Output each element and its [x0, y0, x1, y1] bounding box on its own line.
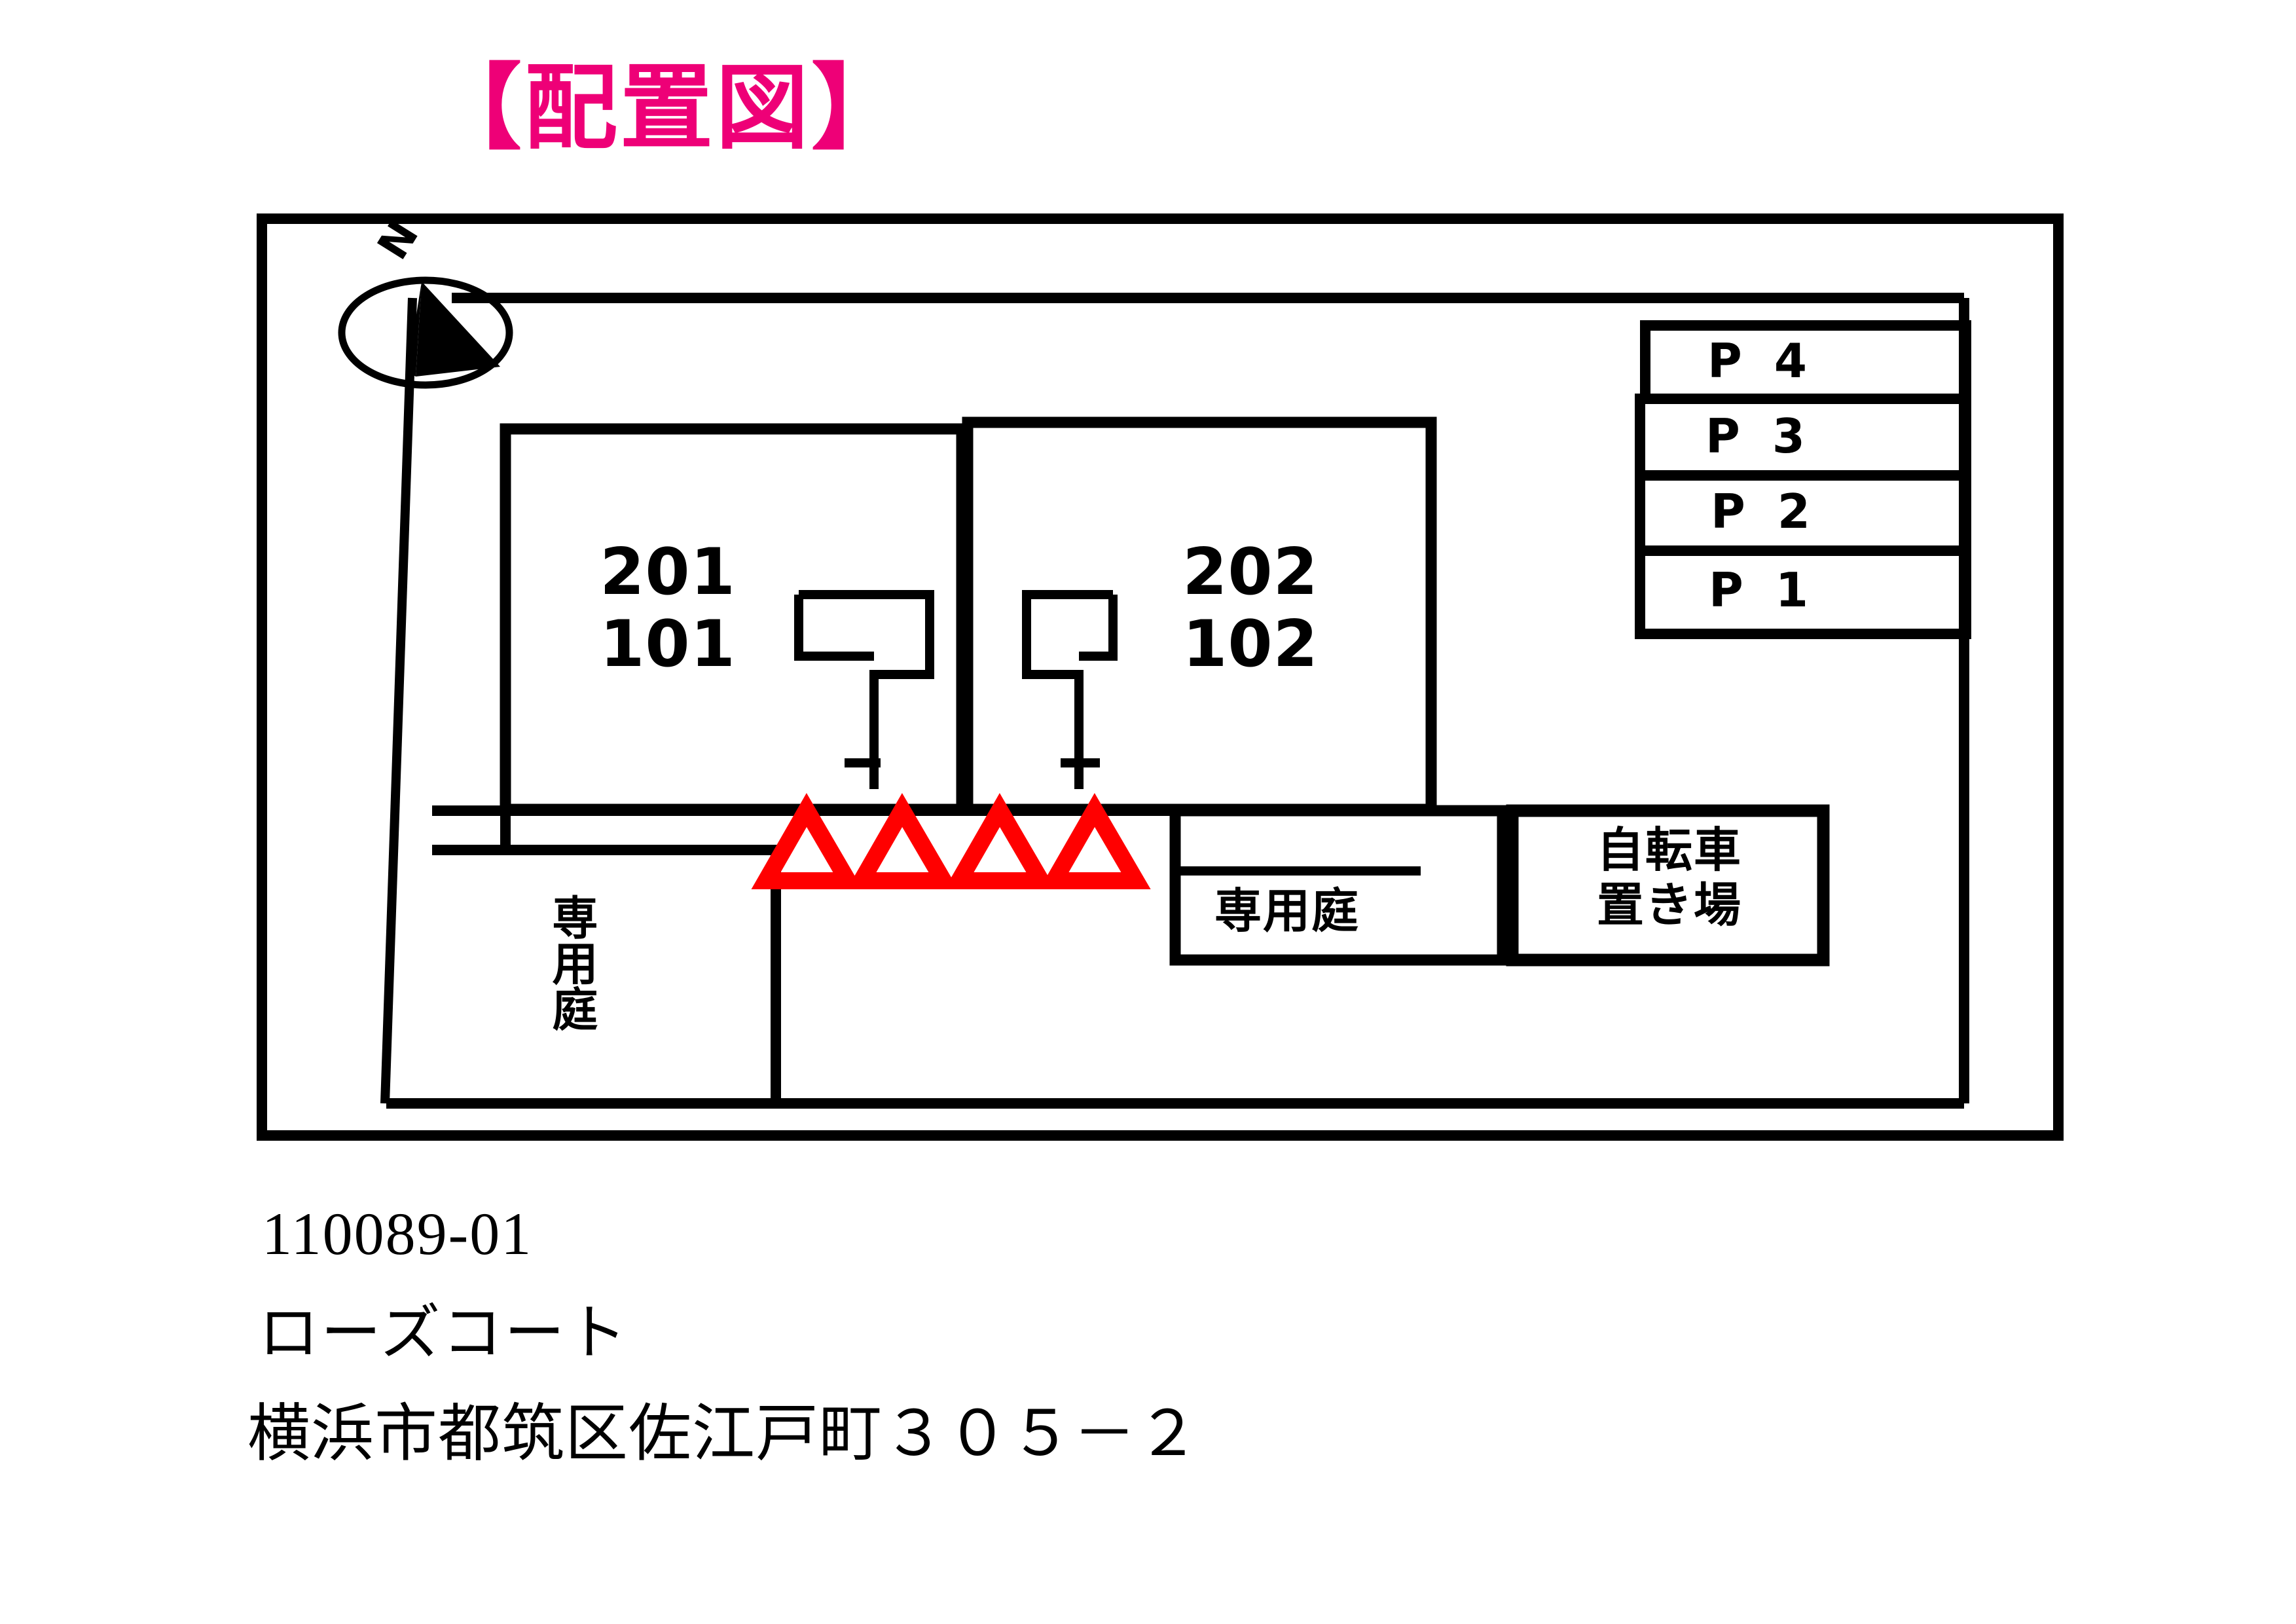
- stair-left: [799, 590, 934, 789]
- drawing-frame: [257, 213, 2064, 1141]
- private-garden-left-label: 専用庭: [532, 887, 610, 1038]
- parking-label-p3: P 3: [1705, 409, 1813, 464]
- stair-left-rail: [794, 595, 874, 661]
- unit-201-label: 201: [600, 535, 736, 610]
- bicycle-parking-label: 自転車 置き場: [1542, 826, 1797, 929]
- private-garden-right-box: [1169, 805, 1508, 966]
- site-boundary-left: [380, 297, 417, 1104]
- unit-label-right: 202 102: [1159, 535, 1342, 682]
- parking-label-p1: P 1: [1709, 563, 1816, 618]
- entrance-marker-2: [847, 793, 958, 889]
- compass-ellipse-icon: [338, 276, 513, 389]
- caption-code: 110089-01: [262, 1200, 533, 1267]
- parking-label-p4: P 4: [1707, 333, 1815, 388]
- unit-101-label: 101: [600, 606, 736, 682]
- entrance-marker-3: [944, 793, 1056, 889]
- compass-needle-light-icon: [407, 282, 422, 377]
- compass-needle-icon: [416, 282, 500, 377]
- stair-right-rail: [1079, 595, 1118, 661]
- private-garden-left-label-text: 専用庭: [544, 894, 598, 1031]
- stair-right: [1022, 590, 1113, 789]
- caption-property-name: ローズコート: [259, 1300, 629, 1367]
- bicycle-parking-box: [1506, 804, 1830, 967]
- unit-202-label: 202: [1182, 535, 1319, 610]
- page-title: 【配置図】: [429, 54, 907, 162]
- bicycle-parking-label-line1: 自転車: [1596, 822, 1742, 877]
- unit-102-label: 102: [1182, 606, 1319, 682]
- private-garden-right-label: 専用庭: [1214, 883, 1360, 938]
- bicycle-parking-label-line2: 置き場: [1596, 877, 1742, 932]
- parking-space-p1: [1635, 545, 1971, 639]
- parking-label-p2: P 2: [1711, 484, 1818, 539]
- entrance-marker-4: [1039, 793, 1151, 889]
- caption-address: 横浜市都筑区佐江戸町３０５－２: [247, 1399, 1200, 1469]
- unit-label-left: 201 101: [576, 535, 759, 682]
- entrance-marker-group: [751, 793, 1151, 889]
- entrance-marker-1: [751, 793, 863, 889]
